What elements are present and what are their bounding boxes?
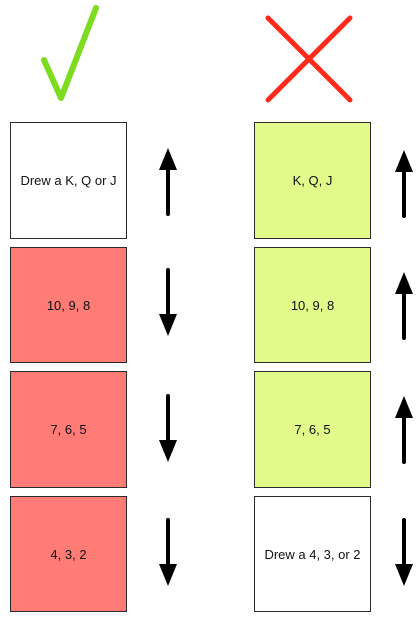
outcome-box: 7, 6, 5 xyxy=(10,371,127,488)
up-arrow-icon xyxy=(395,272,413,340)
down-arrow-icon xyxy=(159,394,177,462)
cross-mark-icon xyxy=(265,15,353,103)
down-arrow-icon xyxy=(395,518,413,586)
outcome-box: K, Q, J xyxy=(254,122,371,239)
down-arrow-icon xyxy=(159,518,177,586)
outcome-box: Drew a K, Q or J xyxy=(10,122,127,239)
outcome-box: 10, 9, 8 xyxy=(254,247,371,363)
check-mark-icon xyxy=(41,5,99,101)
up-arrow-icon xyxy=(159,148,177,216)
up-arrow-icon xyxy=(395,150,413,218)
outcome-box: 4, 3, 2 xyxy=(10,496,127,612)
outcome-box: 10, 9, 8 xyxy=(10,247,127,363)
down-arrow-icon xyxy=(159,268,177,336)
up-arrow-icon xyxy=(395,396,413,464)
outcome-box: 7, 6, 5 xyxy=(254,371,371,488)
outcome-box: Drew a 4, 3, or 2 xyxy=(254,496,371,612)
